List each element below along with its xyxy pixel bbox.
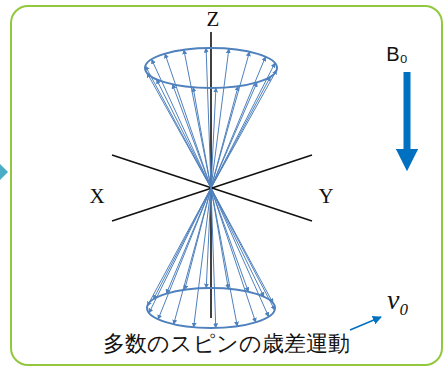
- spin-vector: [211, 188, 264, 297]
- spin-vector: [147, 188, 211, 306]
- spin-vector: [211, 188, 256, 322]
- field-symbol: B₀: [386, 44, 408, 64]
- spin-vector: [185, 188, 211, 290]
- spin-vector: [145, 66, 211, 188]
- spin-cones: [145, 48, 277, 328]
- frequency-symbol: ν₀: [387, 286, 409, 314]
- rotation-arrow: [350, 317, 381, 330]
- spin-vector: [211, 188, 248, 292]
- spin-vector: [211, 63, 275, 188]
- spin-vector: [153, 188, 211, 299]
- spin-vector: [211, 188, 273, 303]
- spin-vector: [156, 79, 211, 188]
- spin-vector: [211, 188, 275, 310]
- spin-vector: [152, 59, 211, 188]
- spin-vector: [211, 70, 277, 188]
- field-arrow: [404, 72, 411, 160]
- spin-vector: [174, 188, 211, 324]
- spin-vector: [211, 57, 266, 188]
- spin-vector: [206, 48, 211, 188]
- spin-vector: [158, 188, 211, 319]
- spin-vector: [166, 188, 211, 294]
- axis-name: X: [89, 186, 104, 207]
- coordinate-axes: [112, 32, 312, 318]
- axis-name: Y: [318, 186, 333, 207]
- spin-vector: [211, 188, 269, 317]
- panel-frame: 多数のスピンの歳差運動: [10, 5, 443, 366]
- spin-vector: [149, 188, 211, 313]
- axis-name: Z: [207, 9, 220, 30]
- incoming-arrowhead: [0, 164, 8, 180]
- spin-vector: [165, 54, 211, 188]
- spin-vector: [211, 52, 250, 188]
- spin-vector: [206, 188, 211, 288]
- caption-text: 多数のスピンの歳差運動: [12, 329, 441, 359]
